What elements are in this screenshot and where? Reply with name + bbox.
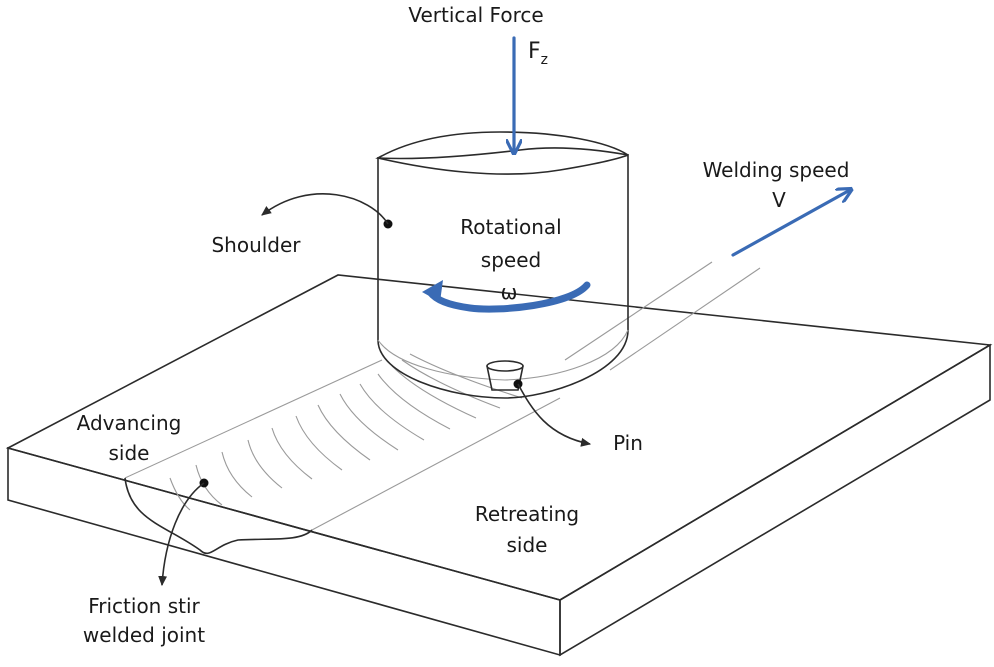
seam-edge-advancing [124,359,383,479]
seam-edge-retreating [311,397,561,531]
rotational-speed-label-1: Rotational [460,215,561,239]
vertical-force-label: Vertical Force [408,3,543,27]
retreating-side-label-2: side [507,533,548,557]
pin-leader [517,383,592,447]
tool-pin [486,360,524,391]
welding-speed-label: Welding speed [703,158,850,182]
shoulder-top [375,131,629,160]
plate-top-face [5,274,993,601]
shoulder-body [377,153,629,399]
seam-line-ahead [564,261,713,361]
tool-shoulder [375,131,629,399]
plate-side-face [559,343,991,657]
advancing-side-label-2: side [109,441,150,465]
welding-speed-arrow [731,190,850,257]
shoulder-label: Shoulder [211,233,301,257]
pin-body [486,365,524,391]
force-symbol: Fz [528,39,548,68]
weld-ripples [169,353,523,511]
welded-joint-label-2: welded joint [83,623,205,647]
seam-line-ahead-2 [609,267,761,371]
omega-symbol: ω [501,280,518,304]
retreating-side-label-1: Retreating [475,502,579,526]
rotation-arrowhead [422,280,443,302]
shoulder-leader [261,193,389,225]
rotational-speed-label-2: speed [481,248,541,272]
velocity-symbol: V [772,188,786,212]
pin-top [486,360,524,372]
joint-leader [158,482,205,587]
welded-joint-label-1: Friction stir [88,594,200,618]
pin-label: Pin [613,431,643,455]
workpiece-plate [5,274,993,657]
advancing-side-label-1: Advancing [77,411,182,435]
weld-profile [124,477,313,555]
weld-seam [124,261,761,531]
shoulder-bottom-rim [377,329,629,381]
